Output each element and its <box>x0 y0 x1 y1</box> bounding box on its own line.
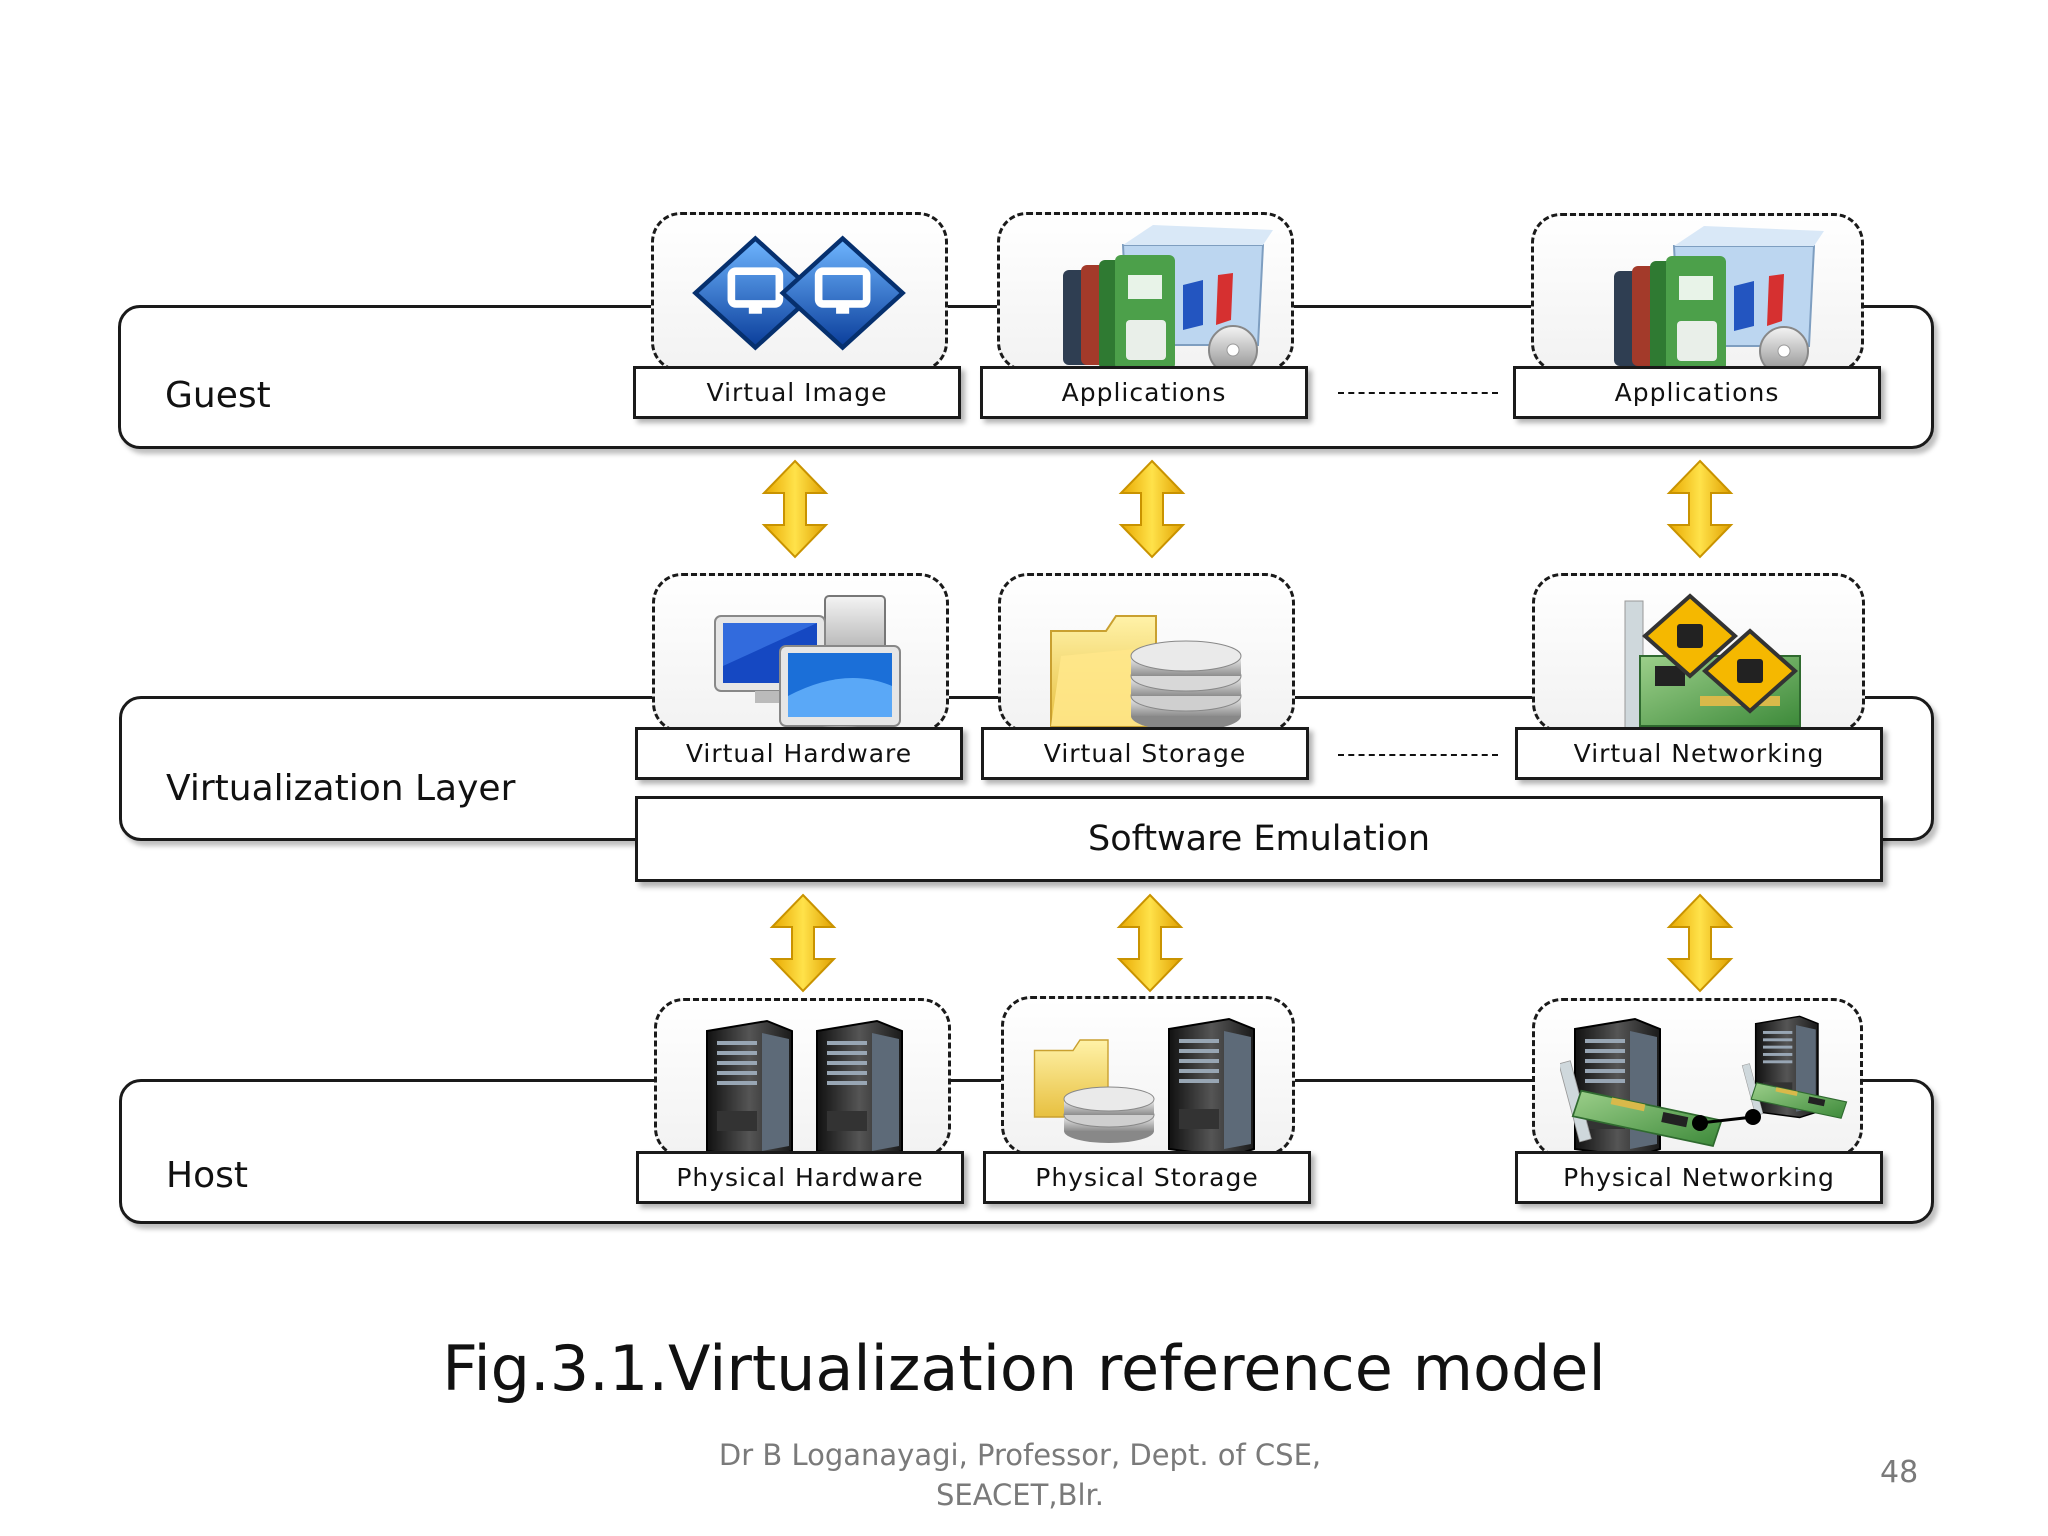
folder-disk-icon <box>1049 614 1243 733</box>
applications-panel-2 <box>1531 213 1864 376</box>
page-number: 48 <box>1880 1455 1919 1490</box>
storage-server-icon <box>1033 1017 1256 1159</box>
virtual-storage-panel <box>998 573 1295 733</box>
virtualization-layer-label: Virtualization Layer <box>166 768 516 809</box>
virtual-storage-label: Virtual Storage <box>981 727 1309 780</box>
double-arrow-icon <box>762 459 828 559</box>
applications-panel-1 <box>997 212 1294 375</box>
network-servers-icon <box>1560 1015 1848 1159</box>
footer-line-1: Dr B Loganayagi, Professor, Dept. of CSE… <box>718 1438 1322 1472</box>
applications-icon <box>1061 225 1275 375</box>
physical-storage-panel <box>1001 996 1295 1159</box>
virtual-image-label: Virtual Image <box>633 366 961 419</box>
physical-storage-label: Physical Storage <box>983 1151 1311 1204</box>
software-emulation-box: Software Emulation <box>635 796 1883 882</box>
physical-hardware-label: Physical Hardware <box>636 1151 964 1204</box>
servers-icon <box>706 1020 903 1160</box>
applications-label-1: Applications <box>980 366 1308 419</box>
virtual-image-panel <box>651 212 948 372</box>
footer-author: Dr B Loganayagi, Professor, Dept. of CSE… <box>640 1435 1400 1515</box>
footer-line-2: SEACET,Blr. <box>936 1478 1104 1512</box>
host-layer-label: Host <box>166 1155 248 1196</box>
virtual-networking-panel <box>1532 573 1865 733</box>
guest-ellipsis-line <box>1338 392 1498 394</box>
double-arrow-icon <box>1119 459 1185 559</box>
virtual-hardware-label: Virtual Hardware <box>635 727 963 780</box>
virtual-image-icon <box>654 215 951 375</box>
physical-networking-label: Physical Networking <box>1515 1151 1883 1204</box>
physical-networking-panel <box>1532 998 1863 1159</box>
virtual-hardware-panel <box>652 573 949 736</box>
virtual-networking-label: Virtual Networking <box>1515 727 1883 780</box>
guest-layer-label: Guest <box>165 375 271 416</box>
physical-hardware-panel <box>654 998 951 1160</box>
double-arrow-icon <box>770 893 836 993</box>
figure-caption: Fig.3.1.Virtualization reference model <box>442 1332 1606 1405</box>
double-arrow-icon <box>1117 893 1183 993</box>
monitors-icon <box>713 594 902 736</box>
double-arrow-icon <box>1667 893 1733 993</box>
applications-icon <box>1612 226 1826 376</box>
double-arrow-icon <box>1667 459 1733 559</box>
applications-label-2: Applications <box>1513 366 1881 419</box>
network-card-warning-icon <box>1535 576 1868 736</box>
virtualization-ellipsis-line <box>1338 754 1498 756</box>
